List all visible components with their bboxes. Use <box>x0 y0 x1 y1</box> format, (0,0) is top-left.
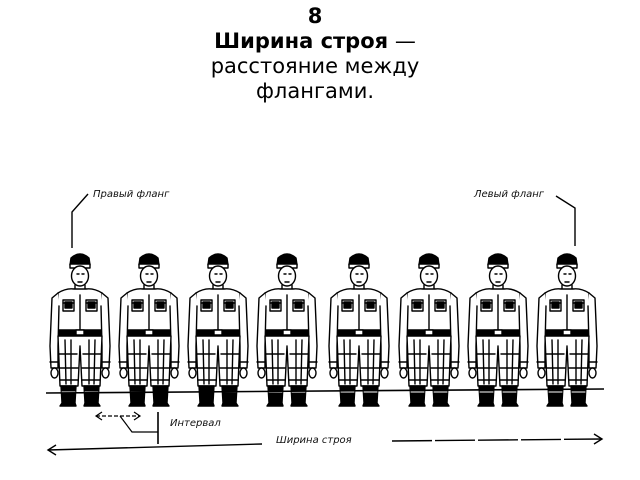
right-flank-marker <box>71 193 89 248</box>
caption-number: 8 <box>307 4 323 28</box>
soldier-2 <box>118 253 180 407</box>
interval-label: Интервал <box>170 418 221 429</box>
caption-term: Ширина строя <box>214 29 389 53</box>
left-flank-marker <box>555 195 576 246</box>
soldier-3 <box>187 253 249 407</box>
caption-definition: расстояние между флангами. <box>210 54 420 103</box>
soldier-8 <box>536 253 598 407</box>
soldier-4 <box>256 253 318 407</box>
soldier-1 <box>49 253 111 407</box>
soldier-7 <box>467 253 529 407</box>
formation-width-label: Ширина строя <box>276 435 352 446</box>
caption-dash: — <box>388 29 416 53</box>
left-flank-label: Левый фланг <box>474 189 544 200</box>
soldier-6 <box>398 253 460 407</box>
formation-width-arrow <box>46 433 604 456</box>
right-flank-label: Правый фланг <box>93 189 170 200</box>
soldier-5 <box>328 253 390 407</box>
ground-line <box>45 388 605 394</box>
interval-marker <box>94 411 159 444</box>
caption: 8 Ширина строя — расстояние между фланга… <box>170 4 460 104</box>
